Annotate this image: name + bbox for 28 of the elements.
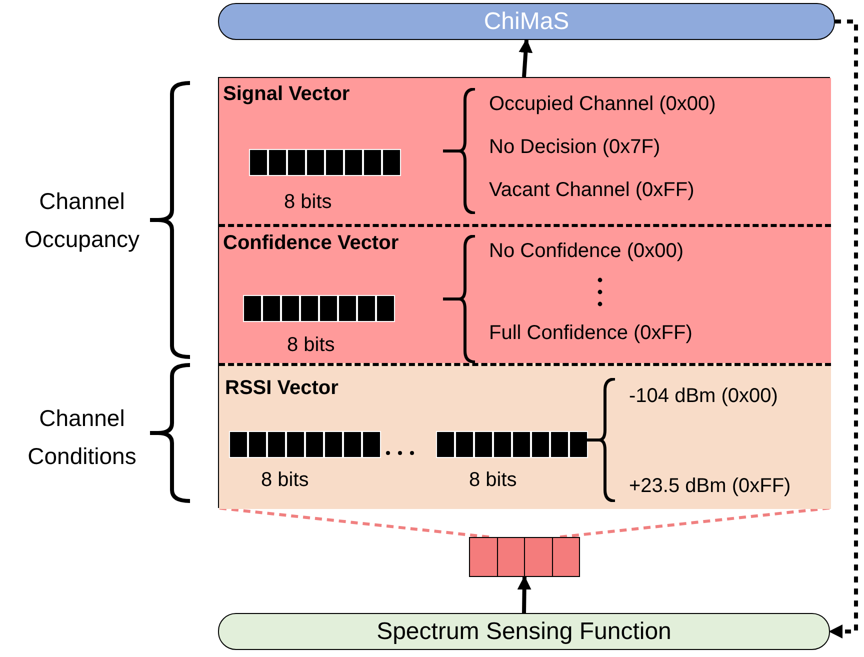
vector-section (219, 78, 831, 224)
value-option: Full Confidence (0xFF) (489, 321, 692, 346)
rounded-process-box: ChiMaS (218, 3, 835, 40)
outer-frame (218, 77, 830, 508)
value-option: No Confidence (0x00) (489, 239, 684, 264)
group-label: Channel Occupancy (23, 187, 141, 254)
dashed-connector (828, 20, 858, 638)
arrow (517, 576, 532, 614)
value-option: Occupied Channel (0x00) (489, 92, 716, 117)
value-option: +23.5 dBm (0xFF) (629, 474, 791, 499)
section-title: Confidence Vector (223, 231, 399, 256)
value-option: No Decision (0x7F) (489, 135, 660, 160)
value-option: -104 dBm (0x00) (629, 384, 778, 409)
section-title: RSSI Vector (225, 376, 338, 401)
bit-count-label: 8 bits (469, 468, 517, 493)
vector-section (219, 363, 831, 509)
bit-count-label: 8 bits (284, 190, 332, 215)
vector-section (219, 224, 831, 363)
vector-cells (469, 537, 580, 577)
value-option: Vacant Channel (0xFF) (489, 178, 694, 203)
dashed-connector (218, 506, 490, 538)
bit-count-label: 8 bits (287, 333, 335, 358)
rounded-process-box: Spectrum Sensing Function (218, 613, 830, 650)
bit-count-label: 8 bits (261, 468, 309, 493)
group-label: Channel Conditions (26, 404, 138, 471)
dashed-connector (560, 506, 830, 538)
arrow (518, 38, 533, 78)
section-title: Signal Vector (223, 82, 350, 107)
